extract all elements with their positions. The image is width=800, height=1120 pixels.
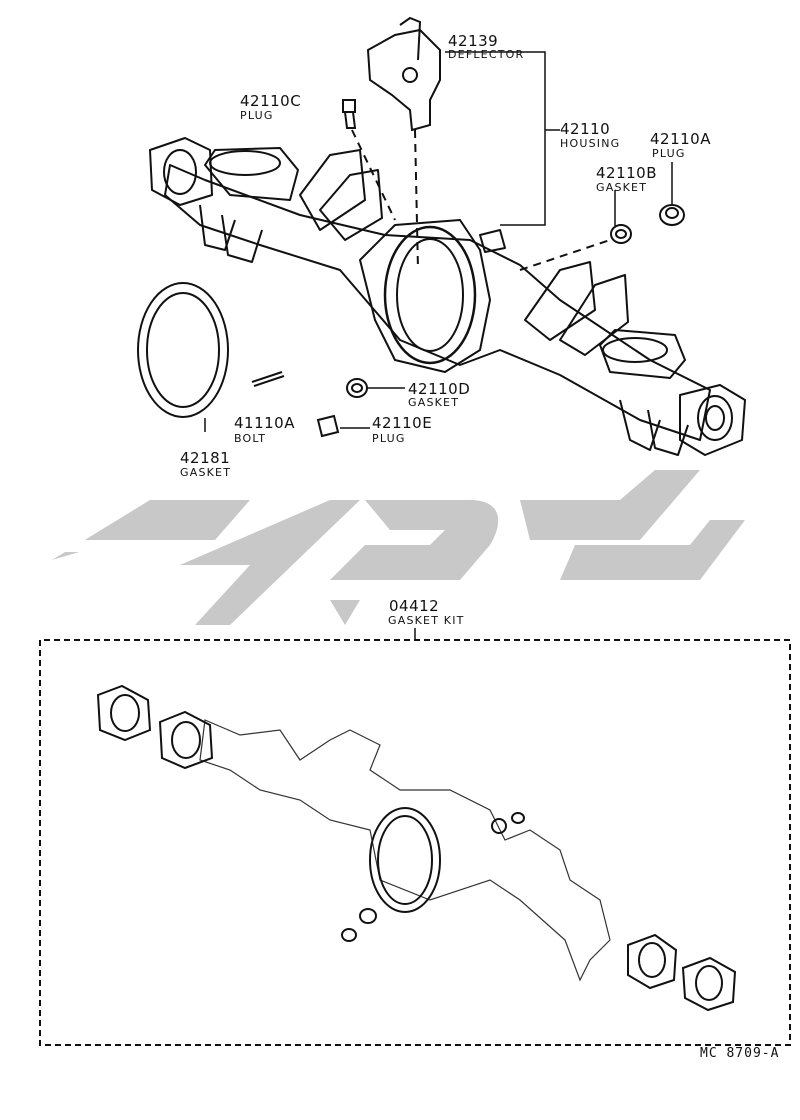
part-name-plug-e: PLUG [372, 432, 406, 445]
gasket-42110d [346, 378, 368, 398]
part-number-42110d: 42110D [408, 380, 471, 398]
part-name-gasket-kit: GASKET KIT [388, 614, 465, 627]
deflector-part [366, 16, 441, 132]
plug-42110a [659, 204, 685, 226]
part-number-42139: 42139 [448, 32, 499, 50]
part-name-gasket-b: GASKET [596, 181, 648, 194]
kit-gaskets [96, 684, 737, 1012]
leader-lines [204, 51, 673, 640]
gasket-42181 [137, 282, 229, 418]
part-number-42110e: 42110E [372, 414, 433, 432]
part-number-42110b: 42110B [596, 164, 658, 182]
part-name-gasket-cover: GASKET [180, 466, 232, 479]
gasket-42110b [610, 224, 632, 244]
part-name-plug-c: PLUG [240, 109, 274, 122]
part-name-housing: HOUSING [560, 137, 621, 150]
part-name-gasket-d: GASKET [408, 396, 460, 409]
axle-housing [149, 137, 746, 456]
watermark-logo [40, 470, 745, 625]
dashed-assembly-lines [351, 129, 611, 271]
part-number-04412: 04412 [389, 597, 440, 615]
part-number-42110: 42110 [560, 120, 611, 138]
part-number-42110a: 42110A [650, 130, 711, 148]
part-name-deflector: DEFLECTOR [448, 48, 525, 61]
gasket-kit-boundary [39, 639, 791, 1046]
plug-42110e [316, 414, 340, 438]
part-name-bolt: BOLT [234, 432, 267, 445]
part-number-42181: 42181 [180, 449, 231, 467]
kit-housing-ghost [199, 719, 611, 982]
part-name-plug-a: PLUG [652, 147, 686, 160]
part-number-41110a: 41110A [234, 414, 295, 432]
plug-42110c [342, 99, 357, 129]
part-number-42110c: 42110C [240, 92, 302, 110]
bolt-41110a [251, 371, 285, 387]
diagram-code: MC 8709-A [700, 1046, 780, 1061]
